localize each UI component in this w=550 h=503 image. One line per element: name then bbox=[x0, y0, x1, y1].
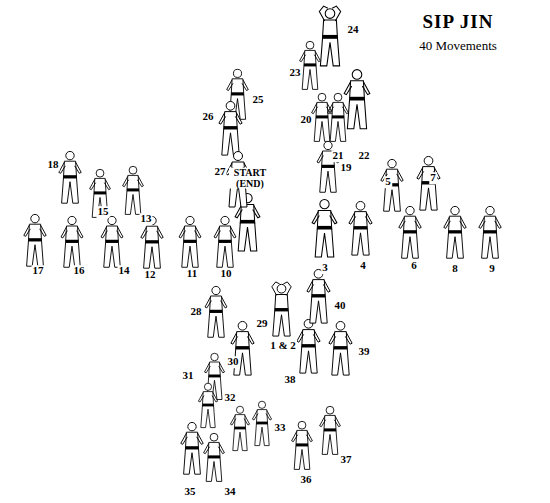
movement-number: 33 bbox=[274, 422, 287, 434]
movement-number: 37 bbox=[340, 454, 353, 466]
movement-number: 5 bbox=[384, 176, 392, 188]
movement-number: 39 bbox=[358, 346, 371, 358]
figures bbox=[24, 6, 501, 481]
movement-number: 30 bbox=[227, 356, 240, 368]
movement-number: 8 bbox=[451, 263, 459, 275]
movement-number: 21 bbox=[332, 150, 345, 162]
movement-number: 19 bbox=[340, 162, 353, 174]
movement-number: 32 bbox=[224, 392, 237, 404]
form-title: SIP JIN bbox=[423, 11, 494, 33]
movement-number: 6 bbox=[410, 260, 418, 272]
movement-number: 23 bbox=[289, 67, 302, 79]
movement-number: 16 bbox=[73, 265, 86, 277]
movement-number: 18 bbox=[47, 159, 60, 171]
movement-number: 13 bbox=[140, 213, 153, 225]
movement-number: 40 bbox=[334, 300, 347, 312]
movement-number: 1 & 2 bbox=[269, 340, 297, 352]
start-marker: START (END) bbox=[229, 168, 271, 189]
movement-number: 31 bbox=[182, 370, 195, 382]
movement-number: 15 bbox=[97, 206, 110, 218]
movement-number: 38 bbox=[284, 374, 297, 386]
movement-number: 24 bbox=[347, 24, 360, 36]
movement-number: 10 bbox=[220, 268, 233, 280]
movement-number: 28 bbox=[190, 306, 203, 318]
subtitle: 40 Movements bbox=[418, 39, 498, 53]
movement-number: 3 bbox=[321, 262, 329, 274]
movement-number: 35 bbox=[184, 486, 197, 498]
movement-number: 14 bbox=[118, 265, 131, 277]
movement-number: 12 bbox=[144, 269, 157, 281]
movement-number: 20 bbox=[300, 114, 313, 126]
movement-number: 11 bbox=[186, 268, 198, 280]
movement-number: 25 bbox=[252, 94, 265, 106]
movement-number: 9 bbox=[488, 263, 496, 275]
movement-number: 26 bbox=[202, 111, 215, 123]
movement-number: 34 bbox=[224, 486, 237, 498]
movement-number: 7 bbox=[429, 172, 437, 184]
movement-number: 36 bbox=[300, 474, 313, 486]
movement-number: 27 bbox=[214, 166, 227, 178]
movement-number: 22 bbox=[358, 150, 371, 162]
movement-number: 17 bbox=[32, 265, 45, 277]
movement-number: 29 bbox=[256, 318, 269, 330]
movement-number: 4 bbox=[359, 260, 367, 272]
